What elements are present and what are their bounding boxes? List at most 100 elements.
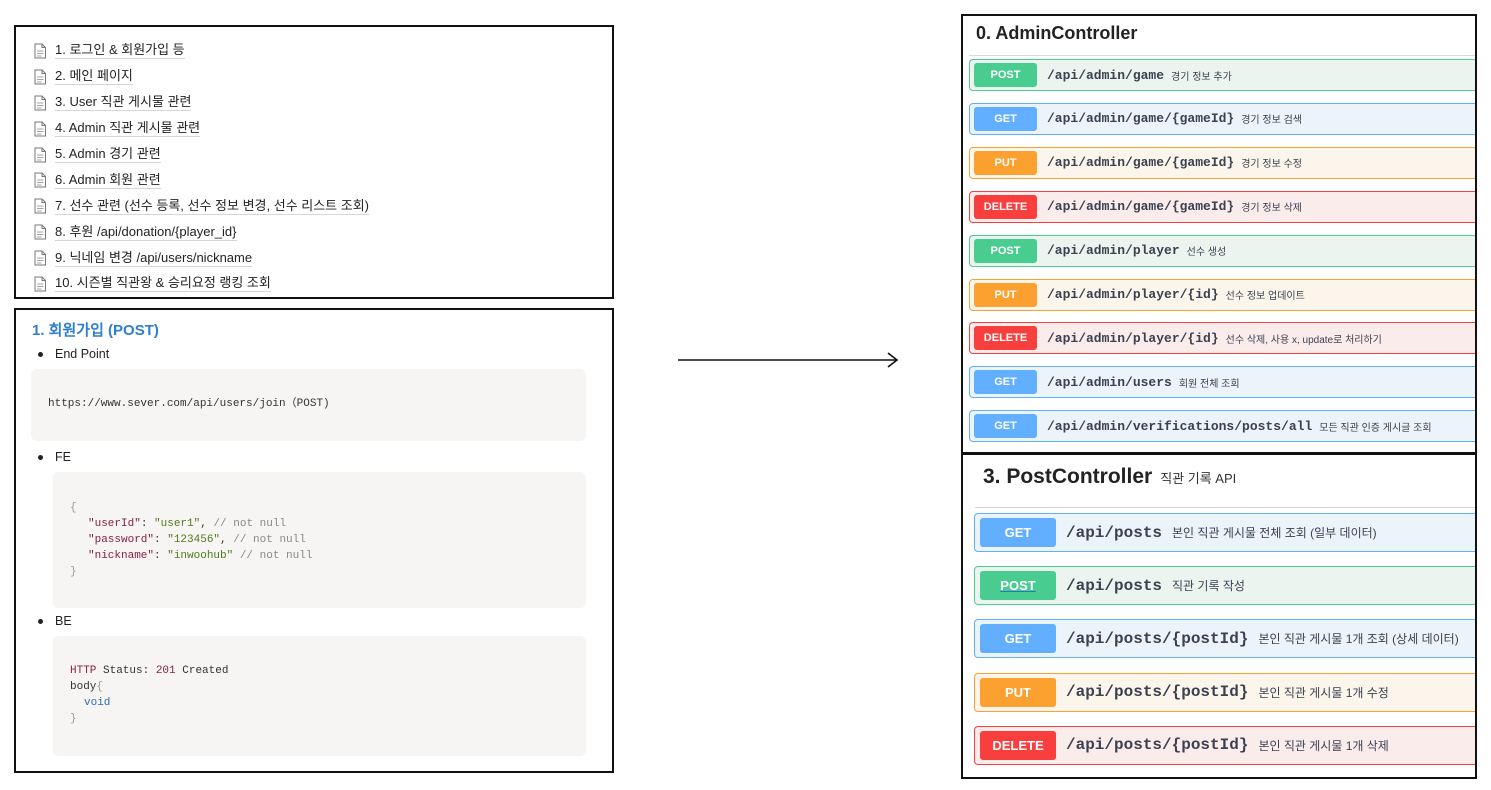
http-method-badge[interactable]: GET (974, 106, 1037, 131)
fe-code-line: "password": "123456", // not null (70, 532, 586, 548)
endpoint-delete-row[interactable]: DELETE/api/posts/{postId}본인 직관 게시물 1개 삭제 (974, 725, 1475, 765)
http-method-badge[interactable]: PUT (974, 150, 1037, 175)
endpoint-put-row[interactable]: PUT/api/admin/player/{id}선수 정보 업데이트 (969, 278, 1475, 311)
page-list-item[interactable]: 10. 시즌별 직관왕 & 승리요정 랭킹 조회 (33, 271, 612, 297)
fe-key: "userId" (88, 518, 141, 530)
fe-key: "password" (88, 534, 155, 546)
fe-code-open: { (70, 502, 77, 514)
endpoint-description: 회원 전체 조회 (1178, 378, 1240, 390)
fe-comment: // not null (226, 534, 306, 546)
endpoint-description: 본인 직관 게시물 전체 조회 (일부 데이터) (1172, 526, 1377, 540)
endpoint-get-row[interactable]: GET/api/admin/game/{gameId}경기 정보 검색 (969, 102, 1475, 135)
endpoint-path: /api/admin/player/{id} (1047, 330, 1219, 346)
endpoint-path: /api/posts (1066, 576, 1163, 595)
page-list-item[interactable]: 1. 로그인 & 회원가입 등 (33, 38, 612, 64)
endpoint-path: /api/admin/verifications/posts/all (1047, 418, 1313, 434)
page-list-item[interactable]: 5. Admin 경기 관련 (33, 142, 612, 168)
document-icon (34, 276, 46, 292)
page-list-item[interactable]: 2. 메인 페이지 (33, 64, 612, 90)
fe-code-lines: "userId": "user1", // not null"password"… (70, 516, 586, 564)
fe-code-block[interactable]: { "userId": "user1", // not null"passwor… (53, 472, 586, 608)
http-method-badge[interactable]: GET (980, 518, 1056, 547)
http-method-badge[interactable]: POST (974, 63, 1037, 87)
bullet-fe-label: FE (55, 450, 71, 464)
endpoint-path: /api/admin/player (1047, 243, 1180, 259)
page-list-item[interactable]: 4. Admin 직관 게시물 관련 (33, 116, 612, 142)
endpoint-path: /api/admin/game/{gameId} (1047, 155, 1235, 171)
http-method-badge[interactable]: POST (974, 238, 1037, 263)
page-list-item[interactable]: 3. User 직관 게시물 관련 (33, 90, 612, 116)
endpoint-description: 경기 정보 수정 (1241, 159, 1302, 171)
endpoint-put-row[interactable]: PUT/api/posts/{postId}본인 직관 게시물 1개 수정 (974, 672, 1475, 712)
endpoint-path: /api/admin/game/{gameId} (1047, 111, 1235, 127)
page-list-item[interactable]: 6. Admin 회원 관련 (33, 167, 612, 193)
document-icon (34, 224, 46, 240)
endpoint-delete-row[interactable]: DELETE/api/admin/game/{gameId}경기 정보 삭제 (969, 190, 1475, 223)
endpoint-get-row[interactable]: GET/api/posts/{postId}본인 직관 게시물 1개 조회 (상… (974, 619, 1475, 659)
page-list-item-label: 4. Admin 직관 게시물 관련 (55, 120, 201, 138)
endpoint-description: 본인 직관 게시물 1개 수정 (1258, 685, 1389, 700)
endpoint-post-row[interactable]: POST/api/admin/game 경기 정보 추가 (969, 59, 1475, 91)
be-body: body (70, 681, 97, 693)
endpoint-path: /api/admin/player/{id} (1047, 287, 1219, 302)
endpoint-description: 경기 정보 추가 (1171, 71, 1232, 83)
http-method-badge[interactable]: GET (974, 414, 1037, 439)
fe-comma: , (200, 518, 207, 530)
http-method-badge[interactable]: DELETE (974, 326, 1037, 351)
endpoint-path: /api/admin/game (1047, 67, 1165, 83)
http-method-badge[interactable]: POST (980, 571, 1056, 601)
fe-code-close: } (70, 566, 77, 578)
http-method-badge[interactable]: DELETE (974, 194, 1037, 219)
fe-comma: , (220, 534, 227, 546)
divider (975, 507, 1475, 508)
http-method-badge[interactable]: DELETE (980, 730, 1056, 760)
page-list-panel: 1. 로그인 & 회원가입 등 2. 메인 페이지 3. User 직관 게시물 관… (14, 25, 614, 299)
be-status-line: HTTP Status: 201 Created (70, 663, 586, 679)
http-method-badge[interactable]: GET (980, 624, 1056, 654)
page-list: 1. 로그인 & 회원가입 등 2. 메인 페이지 3. User 직관 게시물 관… (33, 38, 612, 297)
endpoint-delete-row[interactable]: DELETE/api/admin/player/{id}선수 삭제, 사용 x,… (969, 322, 1475, 355)
endpoint-description: 경기 정보 삭제 (1241, 203, 1302, 215)
be-code-block[interactable]: HTTP Status: 201 Created body{ void } (53, 636, 586, 756)
bullet-dot-icon (38, 618, 43, 624)
admin-controller-title[interactable]: 0. AdminController (976, 23, 1137, 44)
page-list-item-label: 8. 후원 /api/donation/{player_id} (55, 223, 237, 241)
endpoint-post-row[interactable]: POST/api/posts 직관 기록 작성 (974, 566, 1475, 606)
endpoint-put-row[interactable]: PUT/api/admin/game/{gameId} 경기 정보 수정 (969, 146, 1475, 179)
admin-controller-panel: 0. AdminController POST/api/admin/game 경기… (961, 14, 1477, 455)
page-list-item-label: 3. User 직관 게시물 관련 (55, 94, 192, 112)
http-method-badge[interactable]: PUT (980, 677, 1056, 707)
bullet-dot-icon (38, 351, 43, 357)
bullet-fe: FE (38, 450, 71, 464)
document-icon (34, 172, 46, 188)
page-list-item[interactable]: 8. 후원 /api/donation/{player_id} (33, 219, 612, 245)
document-icon (34, 250, 46, 266)
fe-value: "user1" (154, 518, 201, 530)
page-list-item-label: 1. 로그인 & 회원가입 등 (55, 42, 185, 60)
page-list-item[interactable]: 9. 닉네임 변경 /api/users/nickname (33, 245, 612, 271)
http-method-badge[interactable]: PUT (974, 282, 1037, 307)
post-controller-subtitle: 직관 기록 API (1160, 471, 1237, 486)
bullet-be: BE (38, 614, 72, 628)
page-list-item-label: 5. Admin 경기 관련 (55, 146, 161, 163)
fe-sep: : (154, 534, 168, 546)
document-icon (34, 69, 46, 85)
endpoint-code-block[interactable]: https://www.sever.com/api/users/join（POS… (31, 369, 586, 441)
signup-doc-panel: 1. 회원가입 (POST) End Point https://www.sev… (14, 308, 614, 773)
be-body-close: } (70, 713, 77, 725)
bullet-endpoint: End Point (38, 347, 109, 361)
endpoint-path: /api/posts/{postId} (1066, 736, 1249, 755)
document-icon (34, 121, 46, 137)
page-list-item[interactable]: 7. 선수 관련 (선수 등록, 선수 정보 변경, 선수 리스트 조회) (33, 193, 612, 219)
be-void-line: void (70, 695, 586, 711)
http-method-badge[interactable]: GET (974, 370, 1037, 395)
be-http: HTTP (70, 665, 97, 677)
fe-comment: // not null (233, 550, 313, 562)
endpoint-description: 직관 기록 작성 (1172, 579, 1245, 594)
